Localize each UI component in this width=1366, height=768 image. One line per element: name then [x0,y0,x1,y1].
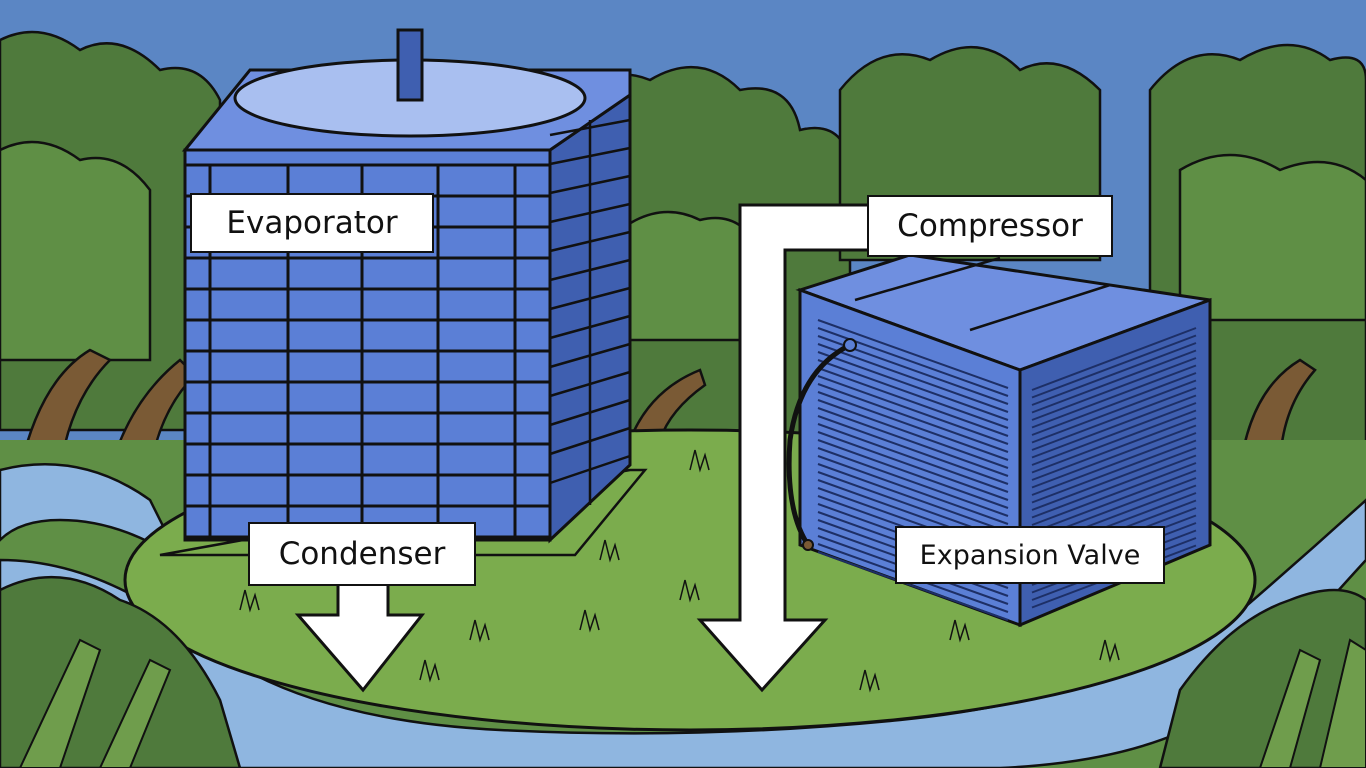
panel-line [1031,469,1197,534]
grass-tufts [239,449,1120,693]
panel-line [817,383,1009,453]
compressor-label: Compressor [867,195,1113,257]
panel-line [817,439,1009,509]
panel-line [1031,372,1197,436]
panel-line [817,551,1009,621]
panel-line [817,447,1009,517]
panel-line [1031,454,1197,519]
panel-line [1031,417,1197,481]
panel-line [1031,364,1197,429]
panel-line [817,359,1009,429]
panel-line [817,423,1009,493]
evaporator-label: Evaporator [190,193,434,253]
panel-line [1031,387,1197,451]
panel-line [817,375,1009,445]
panel-line [817,351,1009,421]
panel-line [1031,432,1197,496]
refrigerant-pipe [786,342,852,547]
fern-leaves [18,638,1366,768]
panel-line [817,455,1009,525]
panel-line [817,463,1009,533]
panel-line [1031,349,1197,414]
panel-line [817,367,1009,437]
condenser-label: Condenser [248,522,476,586]
panel-line [1031,327,1197,391]
panel-line [1031,409,1197,474]
panel-line [1031,394,1197,459]
panel-line [1031,439,1197,504]
panel-line [1031,342,1197,406]
panel-line [1031,357,1197,421]
panel-line [817,399,1009,469]
panel-line [1031,402,1197,466]
panel-line [817,391,1009,461]
panel-line [1031,462,1197,526]
panel-line [1031,334,1197,399]
panel-line [817,319,1009,389]
evaporator-unit [159,28,648,557]
panel-line [1031,424,1197,489]
panel-line [817,415,1009,485]
panel-line [817,343,1009,413]
expansion-valve-label: Expansion Valve [895,526,1165,584]
panel-line [1031,379,1197,444]
panel-line [817,407,1009,477]
panel-line [817,431,1009,501]
panel-line [1031,447,1197,511]
